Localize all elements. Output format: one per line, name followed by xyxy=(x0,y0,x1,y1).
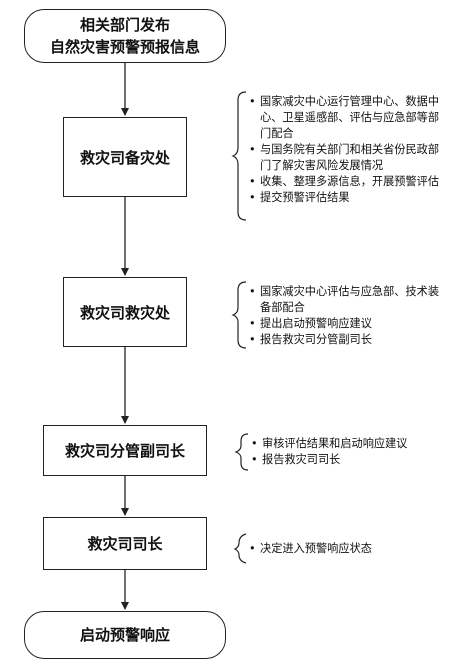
note-text: 审核评估结果和启动响应建议 xyxy=(262,437,408,450)
brace-step3 xyxy=(234,433,249,471)
end-label: 启动预警响应 xyxy=(79,626,170,644)
bullet-icon: • xyxy=(249,191,256,204)
note-item: • 提交预警评估结果 xyxy=(249,190,449,206)
note-text: 提交预警评估结果 xyxy=(260,191,350,204)
note-text: 报告救灾司分管副司长 xyxy=(260,333,372,346)
note-text: 报告救灾司司长 xyxy=(262,453,341,466)
flow-step-4-box: 救灾司司长 xyxy=(43,517,207,570)
flow-step-1-box: 救灾司备灾处 xyxy=(63,117,187,197)
bullet-icon: • xyxy=(251,453,258,466)
flow-step-2-notes: • 国家减灾中心评估与应急部、技术装备部配合 • 提出启动预警响应建议 • 报告救灾司… xyxy=(249,284,449,348)
brace-step4 xyxy=(233,533,247,564)
bullet-icon: • xyxy=(249,317,256,330)
note-item: • 与国务院有关部门和相关省份民政部门了解灾害风险发展情况 xyxy=(249,142,449,174)
note-text: 国家减灾中心评估与应急部、技术装备部配合 xyxy=(260,285,440,314)
flow-step-2-label: 救灾司救灾处 xyxy=(79,303,170,322)
note-item: • 提出启动预警响应建议 xyxy=(249,316,449,332)
bullet-icon: • xyxy=(249,143,256,156)
flow-step-3-notes: • 审核评估结果和启动响应建议 • 报告救灾司司长 xyxy=(251,436,449,468)
note-item: • 国家减灾中心运行管理中心、数据中心、卫星遥感部、评估与应急部等部门配合 xyxy=(249,94,449,142)
note-item: • 收集、整理多源信息，开展预警评估 xyxy=(249,174,449,190)
start-line-2: 自然灾害预警预报信息 xyxy=(49,38,200,56)
flow-step-2-box: 救灾司救灾处 xyxy=(63,277,187,347)
flow-step-3-label: 救灾司分管副司长 xyxy=(64,442,185,460)
bullet-icon: • xyxy=(249,175,256,188)
note-item: • 国家减灾中心评估与应急部、技术装备部配合 xyxy=(249,284,449,316)
brace-step1 xyxy=(231,91,247,221)
bullet-icon: • xyxy=(249,95,256,108)
flow-start-node: 相关部门发布 自然灾害预警预报信息 xyxy=(24,9,226,63)
flow-end-node: 启动预警响应 xyxy=(24,611,226,659)
note-item: • 审核评估结果和启动响应建议 xyxy=(251,436,449,452)
flow-step-4-label: 救灾司司长 xyxy=(87,535,163,553)
note-text: 决定进入预警响应状态 xyxy=(260,542,372,555)
bullet-icon: • xyxy=(251,437,258,450)
brace-step2 xyxy=(231,281,247,349)
note-text: 提出启动预警响应建议 xyxy=(260,317,372,330)
note-text: 收集、整理多源信息，开展预警评估 xyxy=(260,175,440,188)
bullet-icon: • xyxy=(249,285,256,298)
bullet-icon: • xyxy=(249,542,256,555)
start-line-1: 相关部门发布 xyxy=(79,16,170,34)
note-text: 国家减灾中心运行管理中心、数据中心、卫星遥感部、评估与应急部等部门配合 xyxy=(260,95,440,140)
bullet-icon: • xyxy=(249,333,256,346)
note-text: 与国务院有关部门和相关省份民政部门了解灾害风险发展情况 xyxy=(260,143,440,172)
note-item: • 决定进入预警响应状态 xyxy=(249,541,449,557)
note-item: • 报告救灾司司长 xyxy=(251,452,449,468)
flow-step-1-label: 救灾司备灾处 xyxy=(79,148,170,167)
flow-step-4-notes: • 决定进入预警响应状态 xyxy=(249,541,449,557)
flow-step-1-notes: • 国家减灾中心运行管理中心、数据中心、卫星遥感部、评估与应急部等部门配合 • 与国… xyxy=(249,94,449,206)
flow-step-3-box: 救灾司分管副司长 xyxy=(43,425,207,476)
note-item: • 报告救灾司分管副司长 xyxy=(249,332,449,348)
